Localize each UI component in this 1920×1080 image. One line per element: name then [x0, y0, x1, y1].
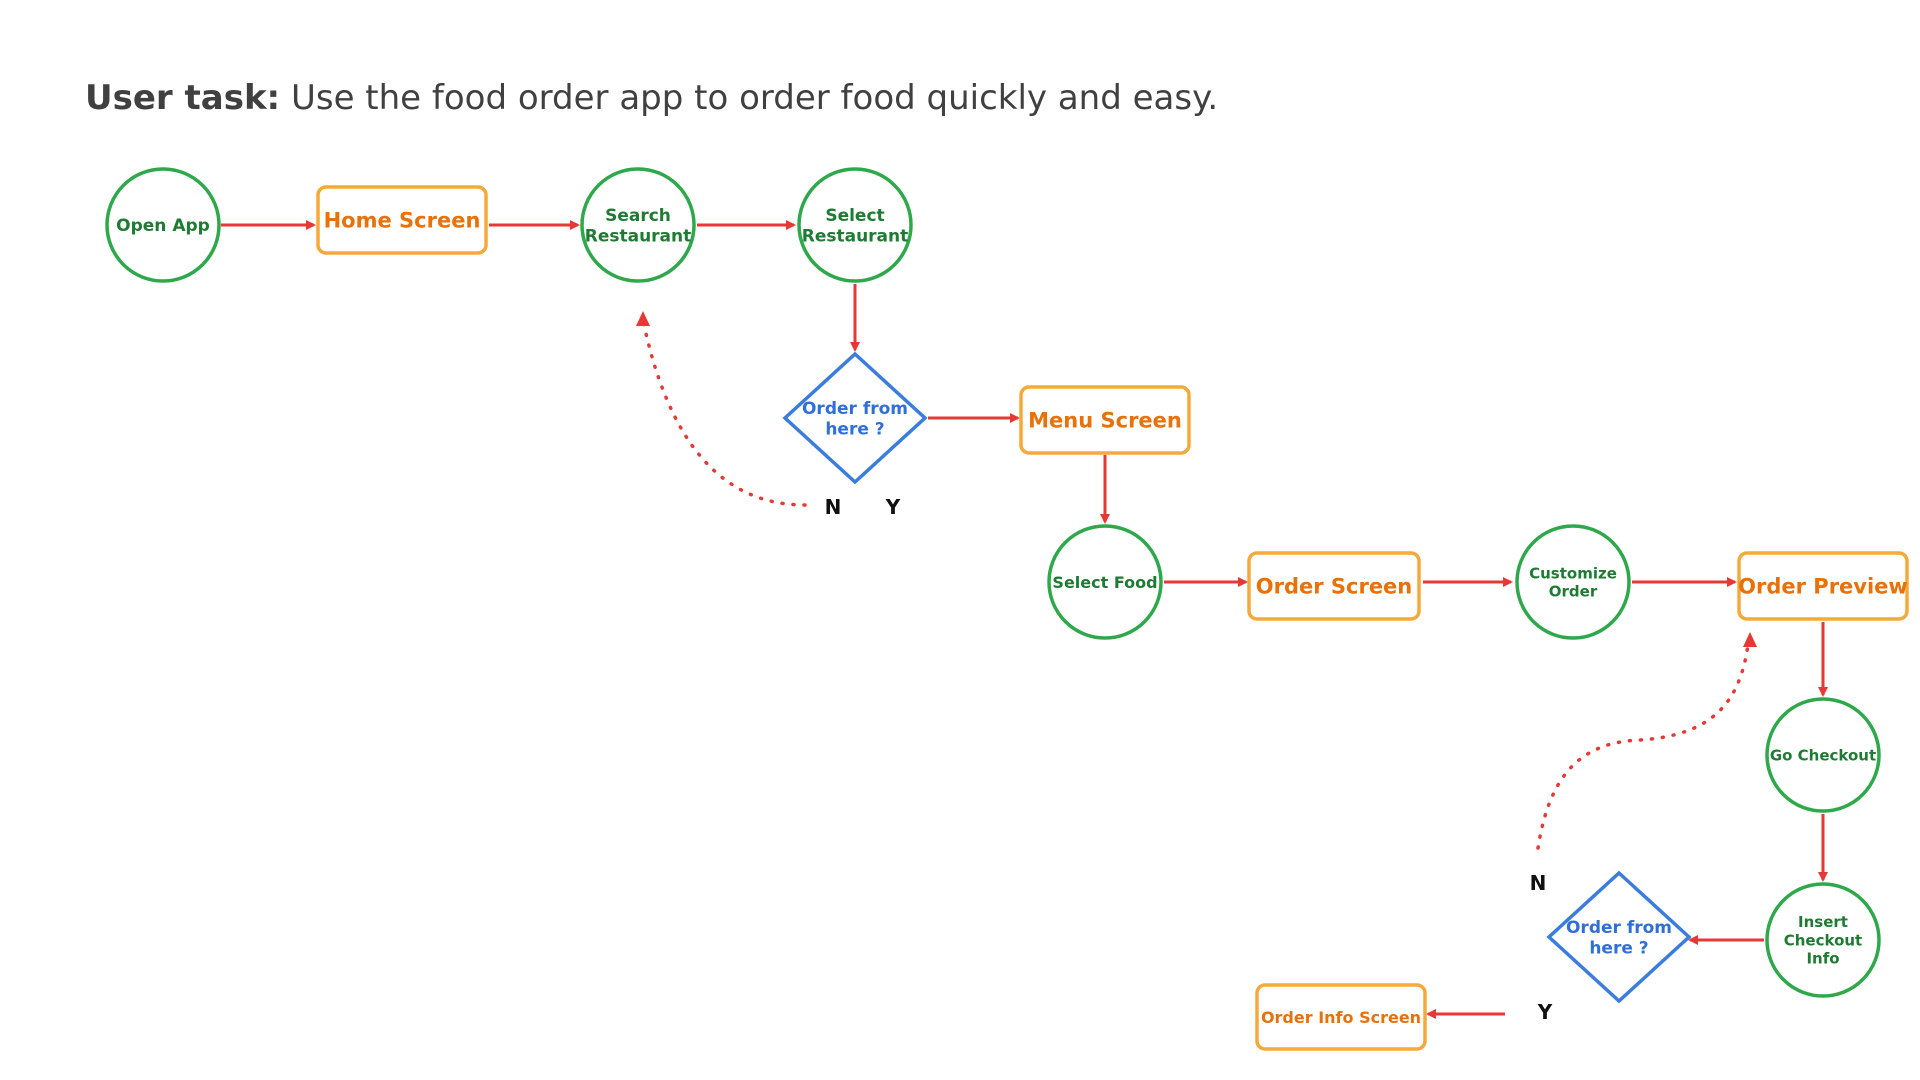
node-go-checkout: Go Checkout — [1765, 697, 1881, 813]
node-label: Select — [825, 206, 884, 226]
node-open-app: Open App — [105, 167, 221, 283]
node-label: Order from — [1566, 918, 1672, 938]
node-rect — [1737, 551, 1909, 621]
node-label: Menu Screen — [1028, 409, 1182, 433]
node-rect — [1247, 551, 1421, 621]
node-label: Insert — [1798, 913, 1848, 931]
node-label: Order — [1549, 583, 1598, 601]
node-circle — [1515, 524, 1631, 640]
node-order-screen: Order Screen — [1247, 551, 1421, 621]
node-label: here ? — [825, 419, 884, 439]
branch-label-yes: Y — [1537, 1000, 1553, 1024]
node-label: Home Screen — [324, 209, 481, 233]
node-label: Order Preview — [1738, 575, 1908, 599]
branch-label-no: N — [825, 495, 842, 519]
node-label: Order Info Screen — [1261, 1008, 1421, 1027]
node-label: Restaurant — [802, 226, 909, 246]
dotted-arrow-head — [1743, 632, 1757, 647]
branch-label-no: N — [1530, 871, 1547, 895]
node-label: Search — [605, 206, 671, 226]
node-rect — [316, 185, 488, 255]
node-circle — [1047, 524, 1163, 640]
node-diamond — [782, 351, 928, 485]
branch-label-yes: Y — [885, 495, 901, 519]
node-order-preview: Order Preview — [1737, 551, 1909, 621]
node-diamond — [1546, 870, 1692, 1004]
page-title: User task: Use the food order app to ord… — [85, 78, 1218, 118]
node-circle — [580, 167, 696, 283]
node-rect — [1019, 385, 1191, 455]
node-circle — [1765, 697, 1881, 813]
node-label: Restaurant — [585, 226, 692, 246]
node-home-screen: Home Screen — [316, 185, 488, 255]
node-label: here ? — [1589, 938, 1648, 958]
title-label: User task: — [85, 78, 281, 118]
node-label: Info — [1806, 950, 1839, 968]
node-menu-screen: Menu Screen — [1019, 385, 1191, 455]
edge-decision-2-no-loop-back — [1536, 643, 1750, 850]
node-label: Select Food — [1052, 573, 1157, 592]
node-circle — [105, 167, 221, 283]
edge-decision-no-loop-back — [641, 318, 807, 507]
node-circle — [797, 167, 913, 283]
title-text: Use the food order app to order food qui… — [290, 78, 1219, 118]
node-label: Open App — [116, 216, 210, 236]
node-circle — [1765, 882, 1881, 998]
node-select-food: Select Food — [1047, 524, 1163, 640]
node-label: Order Screen — [1256, 575, 1413, 599]
node-order-info-screen: Order Info Screen — [1255, 983, 1427, 1051]
dotted-arrow-head — [636, 311, 650, 326]
node-rect — [1255, 983, 1427, 1051]
node-label: Order from — [802, 399, 908, 419]
node-label: Customize — [1529, 564, 1617, 582]
node-label: Go Checkout — [1770, 746, 1876, 764]
node-label: Checkout — [1784, 931, 1862, 949]
